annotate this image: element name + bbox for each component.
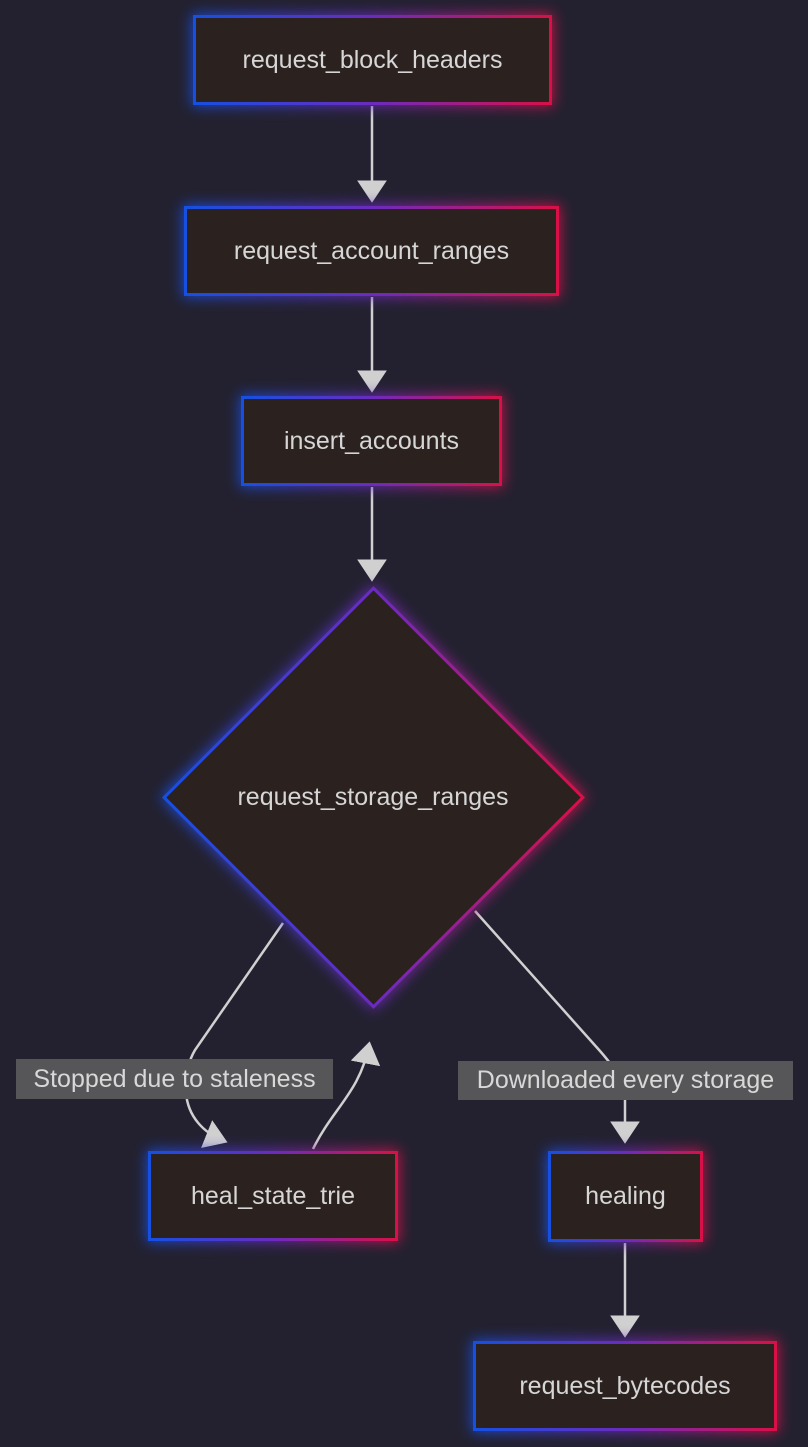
- node-label: request_account_ranges: [233, 236, 510, 265]
- node-label-request-storage-ranges: request_storage_ranges: [173, 782, 573, 812]
- node-label: insert_accounts: [283, 426, 460, 455]
- edge-storage-ranges-to-healing: [474, 910, 640, 1144]
- node-border: request_account_ranges: [184, 206, 559, 296]
- node-border: healing: [548, 1151, 703, 1242]
- node-label: heal_state_trie: [190, 1181, 355, 1210]
- node-request-bytecodes: request_bytecodes: [472, 1340, 778, 1432]
- edge-label-text: Downloaded every storage: [476, 1066, 775, 1094]
- node-body: request_block_headers: [196, 18, 549, 102]
- node-healing: healing: [547, 1150, 704, 1243]
- node-border: insert_accounts: [241, 396, 502, 486]
- node-body: heal_state_trie: [151, 1154, 395, 1238]
- node-label: request_block_headers: [242, 45, 503, 74]
- node-label: request_bytecodes: [519, 1371, 731, 1400]
- node-body: insert_accounts: [244, 399, 499, 483]
- node-insert-accounts: insert_accounts: [240, 395, 503, 487]
- edge-label-text: Stopped due to staleness: [33, 1064, 316, 1093]
- node-request-account-ranges: request_account_ranges: [183, 205, 560, 297]
- node-body: request_bytecodes: [476, 1344, 774, 1428]
- node-label: request_storage_ranges: [237, 782, 509, 811]
- node-body: healing: [551, 1154, 700, 1239]
- node-body: request_account_ranges: [187, 209, 556, 293]
- node-heal-state-trie: heal_state_trie: [147, 1150, 399, 1242]
- node-border: request_bytecodes: [473, 1341, 777, 1431]
- node-border: request_block_headers: [193, 15, 552, 105]
- node-border: heal_state_trie: [148, 1151, 398, 1241]
- edge-storage-ranges-to-heal-state-trie: [184, 922, 285, 1148]
- node-request-block-headers: request_block_headers: [192, 14, 553, 106]
- edge-heal-state-trie-to-storage-ranges: [311, 1041, 381, 1150]
- edge-label-downloaded-every-storage: Downloaded every storage: [458, 1061, 793, 1100]
- node-label: healing: [585, 1182, 666, 1210]
- edge-label-stopped-due-to-staleness: Stopped due to staleness: [16, 1059, 333, 1099]
